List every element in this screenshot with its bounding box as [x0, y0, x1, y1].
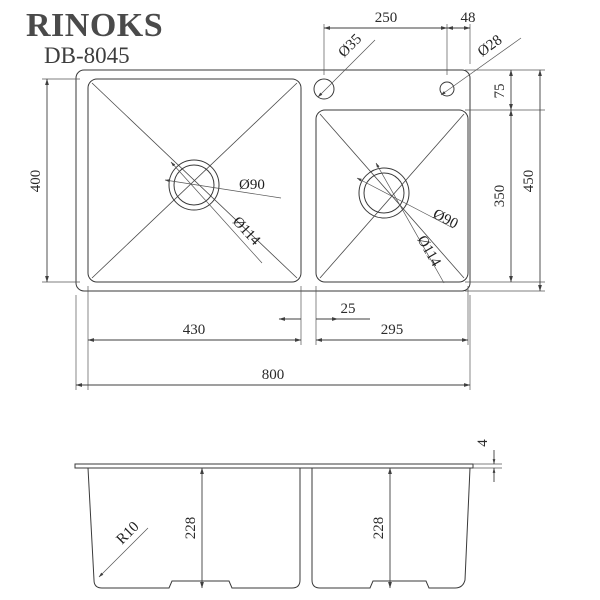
right-bowl-outline: [316, 110, 468, 282]
brand-logo-group: RINOKS DB-8045: [26, 7, 163, 68]
dim-label-800: 800: [262, 367, 285, 383]
left-drain-outer-label: Ø114: [229, 214, 263, 249]
tap-hole-small-leader: [440, 37, 522, 96]
left-drain-outer-circle: [169, 160, 219, 210]
right-drain-inner-label: Ø90: [430, 206, 460, 232]
tap-hole-large-leader: [317, 39, 376, 98]
dim-label-400: 400: [28, 170, 44, 193]
dim-label-250: 250: [375, 10, 398, 26]
dim-label-75: 75: [492, 84, 508, 99]
right-drain-outer-circle: [359, 168, 409, 218]
dim-label-450: 450: [521, 170, 537, 193]
tap-hole-large-circle: [314, 79, 334, 99]
brand-name-text: RINOKS: [26, 7, 163, 44]
right-drain-outer-label: Ø114: [414, 233, 444, 270]
left-drain-inner-label: Ø90: [239, 177, 265, 193]
left-drain-114-leader: [170, 161, 263, 264]
section-rim-flange: [75, 464, 473, 468]
radius-r10-leader: [98, 527, 149, 578]
dim-label-48: 48: [461, 10, 476, 26]
right-drain-inner-circle: [364, 173, 404, 213]
radius-r10-label: R10: [114, 519, 143, 548]
dim-label-25: 25: [341, 301, 356, 317]
dim-label-right-228: 228: [371, 517, 387, 540]
model-number-text: DB-8045: [44, 43, 130, 68]
tap-hole-small-circle: [440, 82, 454, 96]
sink-outer-rim-outline: [76, 70, 470, 291]
dim-label-350: 350: [492, 185, 508, 208]
tap-hole-large-label: Ø35: [336, 31, 366, 61]
left-drain-90-leader: [164, 179, 282, 199]
dim-label-thickness-4: 4: [475, 439, 491, 447]
left-drain-inner-circle: [174, 165, 214, 205]
right-drain-114-leader: [375, 162, 445, 284]
left-bowl-outline: [88, 79, 301, 282]
dim-label-430: 430: [183, 322, 206, 338]
section-right-bowl-profile: [312, 468, 470, 588]
right-drain-90-leader: [356, 177, 454, 229]
tap-hole-small-label: Ø28: [475, 32, 505, 60]
dim-label-295: 295: [381, 322, 404, 338]
dim-label-left-228: 228: [183, 517, 199, 540]
left-bowl-diagonal-2: [91, 82, 298, 279]
section-view-group: 228 228 R10 4: [75, 439, 502, 588]
